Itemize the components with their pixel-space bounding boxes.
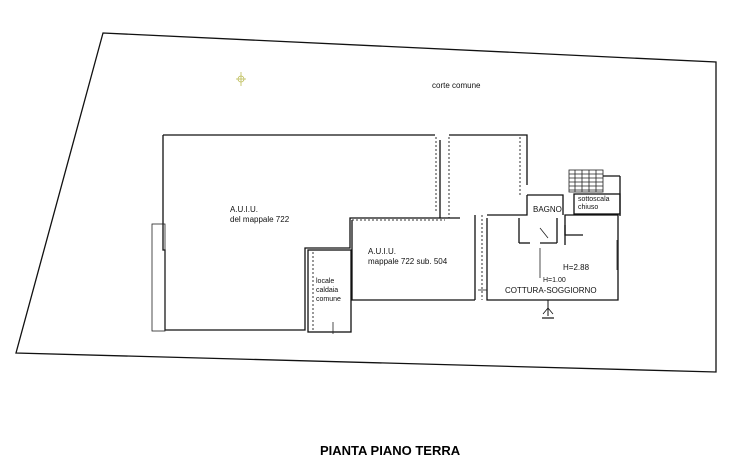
label-caldaia: caldaia [316,287,338,294]
left-annex [151,223,166,332]
label-comune: comune [316,296,341,303]
staircase [568,169,621,216]
label-cottura-soggiorno: COTTURA-SOGGIORNO [505,286,597,295]
label-height-100: H=1.00 [543,277,566,284]
bathroom-door-swing [539,227,549,239]
lot-boundary [15,32,717,373]
label-sottoscala: sottoscala [578,196,610,203]
label-auiu-722-line2: del mappale 722 [230,215,290,224]
label-auiu-504-line2: mappale 722 sub. 504 [368,257,448,266]
boiler-room-outline [307,249,352,333]
label-locale: locale [316,278,334,285]
label-chiuso: chiuso [578,204,598,211]
label-auiu-504-line1: A.U.I.U. [368,247,396,256]
entrance-marker-icon [542,300,554,319]
neighbour-unit-outline [162,134,528,331]
plan-title: PIANTA PIANO TERRA [320,443,461,458]
north-marker-icon [236,72,246,86]
label-auiu-722-line1: A.U.I.U. [230,205,258,214]
label-height-288: H=2.88 [563,263,590,272]
sub504-unit-outline [351,215,476,301]
label-bagno: BAGNO [533,205,562,214]
label-corte-comune: corte comune [432,81,481,90]
